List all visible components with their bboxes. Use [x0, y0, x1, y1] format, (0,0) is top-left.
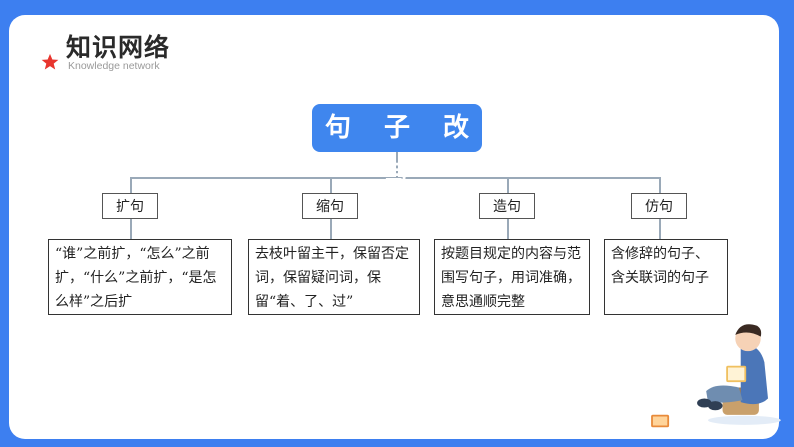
branch-connector-3 [507, 177, 509, 193]
branch-node-expand: 扩句 [102, 193, 158, 219]
star-icon [41, 53, 59, 70]
branch-node-imitate: 仿句 [631, 193, 687, 219]
horizontal-connector [130, 177, 660, 179]
slide-frame [9, 15, 779, 439]
branch-connector-2 [330, 177, 332, 193]
branch-desc-connector-4 [659, 219, 661, 239]
branch-description-expand: “谁”之前扩，“怎么”之前扩，“什么”之前扩，“是怎么样”之后扩 [48, 239, 232, 315]
branch-connector-1 [130, 177, 132, 193]
branch-description-compose: 按题目规定的内容与范围写句子，用词准确，意思通顺完整 [434, 239, 590, 315]
root-node: 句 子 改 写 [312, 104, 482, 191]
page-subtitle: Knowledge network [68, 60, 160, 72]
branch-node-compose: 造句 [479, 193, 535, 219]
branch-description-shorten: 去枝叶留主干，保留否定词，保留疑问词，保留“着、了、过” [248, 239, 420, 315]
page-title: 知识网络 [66, 33, 171, 62]
branch-node-shorten: 缩句 [302, 193, 358, 219]
branch-desc-connector-3 [507, 219, 509, 239]
root-connector [396, 152, 398, 178]
book-icon [651, 414, 670, 428]
branch-connector-4 [659, 177, 661, 193]
branch-desc-connector-1 [130, 219, 132, 239]
branch-desc-connector-2 [330, 219, 332, 239]
reading-boy-illustration [697, 324, 781, 425]
branch-description-imitate: 含修辞的句子、含关联词的句子 [604, 239, 728, 315]
